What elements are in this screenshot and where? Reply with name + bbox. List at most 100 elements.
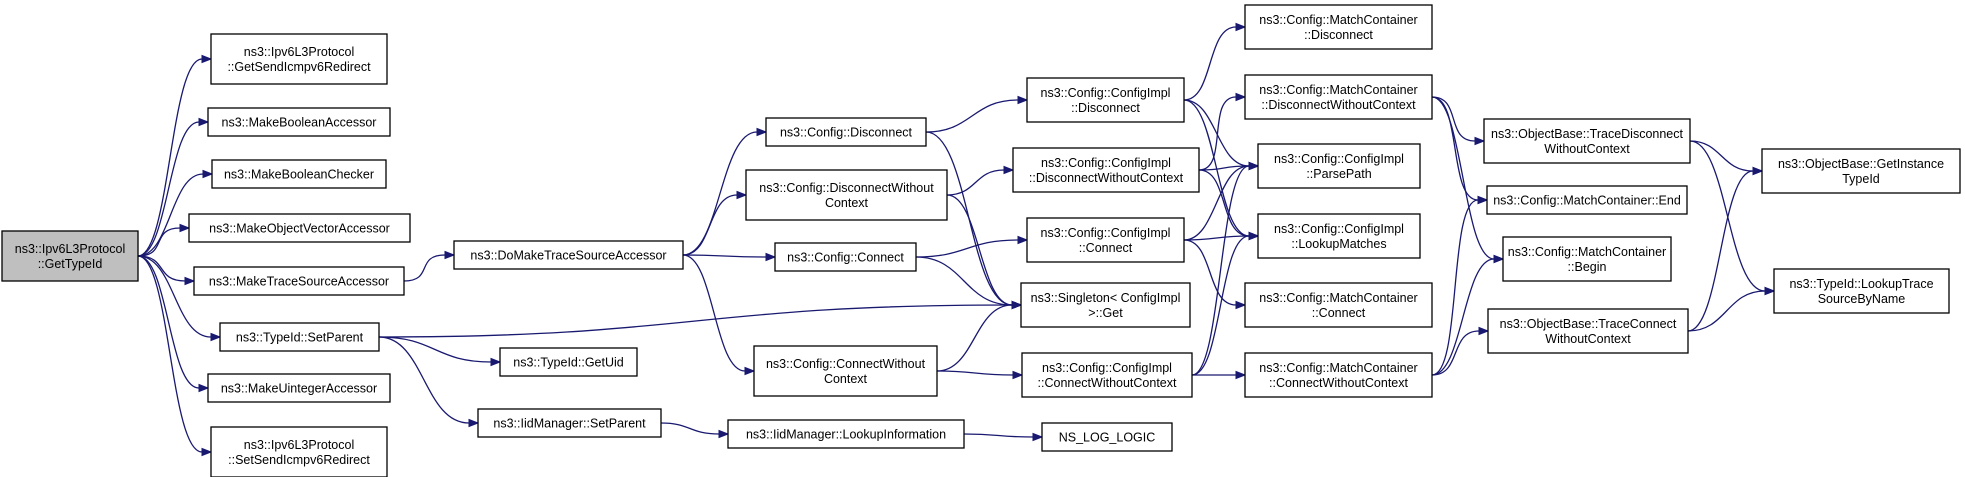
node-root[interactable]: ns3::Ipv6L3Protocol::GetTypeId (1, 230, 139, 282)
edge-match-container-connect-without-context-to-object-base-trace-connect-without-context (1431, 326, 1490, 376)
node-make-trace-source-accessor[interactable]: ns3::MakeTraceSourceAccessor (193, 266, 405, 296)
node-iid-manager-set-parent[interactable]: ns3::IidManager::SetParent (477, 408, 662, 438)
node-box (1257, 213, 1421, 259)
edge-line (1183, 239, 1237, 306)
node-config-impl-lookup-matches[interactable]: ns3::Config::ConfigImpl::LookupMatches (1257, 213, 1421, 259)
node-set-send-icmpv6-redirect[interactable]: ns3::Ipv6L3Protocol::SetSendIcmpv6Redire… (210, 426, 388, 477)
node-label: >::Get (1088, 306, 1123, 320)
edge-config-impl-disconnect-without-context-to-match-container-disconnect-without-context (1198, 92, 1247, 171)
edge-arrowhead (201, 54, 213, 64)
node-match-container-disconnect-without-context[interactable]: ns3::Config::MatchContainer::DisconnectW… (1244, 74, 1433, 120)
node-object-base-trace-connect-without-context[interactable]: ns3::ObjectBase::TraceConnectWithoutCont… (1487, 308, 1689, 354)
node-iid-manager-lookup-information[interactable]: ns3::IidManager::LookupInformation (727, 419, 965, 449)
edge-config-impl-connect-to-match-container-connect (1183, 239, 1247, 310)
node-type-id-get-uid[interactable]: ns3::TypeId::GetUid (499, 347, 638, 377)
edge-root-to-make-object-vector-accessor (137, 223, 191, 257)
node-box (211, 159, 387, 189)
node-make-uinteger-accessor[interactable]: ns3::MakeUintegerAccessor (207, 373, 391, 403)
node-label: NS_LOG_LOGIC (1059, 431, 1156, 445)
call-graph-edges (137, 22, 1776, 457)
edge-line (682, 194, 738, 256)
node-label: ns3::Config::ConnectWithout (766, 357, 926, 371)
node-object-base-trace-disconnect-without-context[interactable]: ns3::ObjectBase::TraceDisconnectWithoutC… (1483, 118, 1691, 164)
node-box (1026, 217, 1185, 263)
node-box (1502, 236, 1672, 282)
edge-line (915, 239, 1019, 258)
edge-line (682, 254, 767, 258)
node-label: ns3::Config::ConfigImpl (1042, 361, 1172, 375)
node-config-impl-connect[interactable]: ns3::Config::ConfigImpl::Connect (1026, 217, 1185, 263)
node-config-impl-parse-path[interactable]: ns3::Config::ConfigImpl::ParsePath (1257, 143, 1421, 189)
node-label: ::Begin (1568, 260, 1607, 274)
node-label: ns3::Config::MatchContainer (1259, 361, 1417, 375)
edge-do-make-trace-source-accessor-to-config-disconnect (682, 127, 768, 256)
edge-arrowhead (1011, 300, 1023, 310)
edge-arrowhead (1032, 432, 1044, 442)
edge-iid-manager-lookup-information-to-ns-log-logic (963, 432, 1044, 442)
node-box (774, 242, 917, 272)
edge-make-trace-source-accessor-to-do-make-trace-source-accessor (403, 250, 456, 282)
node-match-container-disconnect[interactable]: ns3::Config::MatchContainer::Disconnect (1244, 4, 1433, 50)
edge-root-to-make-boolean-accessor (137, 117, 210, 257)
node-type-id-set-parent[interactable]: ns3::TypeId::SetParent (219, 322, 380, 352)
node-label: ::ConnectWithoutContext (1038, 376, 1177, 390)
node-singleton-get[interactable]: ns3::Singleton< ConfigImpl>::Get (1020, 282, 1191, 328)
node-box (188, 213, 411, 243)
node-box (1026, 77, 1185, 123)
edge-line (1183, 165, 1250, 241)
node-box (1773, 268, 1950, 314)
edge-line (1191, 235, 1250, 376)
edge-line (1183, 99, 1250, 237)
edge-type-id-set-parent-to-iid-manager-set-parent (378, 336, 480, 428)
edge-line (1431, 199, 1479, 376)
node-config-impl-disconnect[interactable]: ns3::Config::ConfigImpl::Disconnect (1026, 77, 1185, 123)
edge-config-disconnect-to-config-impl-disconnect (925, 95, 1029, 133)
node-box (1761, 148, 1961, 194)
node-label: ::Connect (1312, 306, 1366, 320)
edge-arrowhead (1017, 235, 1029, 245)
node-label: ns3::ObjectBase::TraceConnect (1500, 317, 1677, 331)
edge-object-base-trace-connect-without-context-to-object-base-get-instance-type-id (1687, 166, 1764, 332)
node-label: ns3::Config::MatchContainer (1259, 291, 1417, 305)
node-label: ::LookupMatches (1291, 237, 1386, 251)
node-match-container-connect[interactable]: ns3::Config::MatchContainer::Connect (1244, 282, 1433, 328)
edge-line (1431, 258, 1495, 376)
edge-root-to-make-trace-source-accessor (137, 255, 196, 286)
edge-arrowhead (210, 332, 222, 342)
node-make-boolean-accessor[interactable]: ns3::MakeBooleanAccessor (207, 107, 391, 137)
edge-config-impl-disconnect-to-match-container-disconnect (1183, 22, 1247, 101)
edge-match-container-connect-without-context-to-match-container-begin (1431, 254, 1505, 376)
node-config-impl-connect-without-context[interactable]: ns3::Config::ConfigImpl::ConnectWithoutC… (1021, 352, 1193, 398)
node-label: Context (824, 372, 868, 386)
node-label: ns3::Config::Connect (787, 251, 904, 265)
edge-line (137, 255, 203, 453)
node-config-disconnect[interactable]: ns3::Config::Disconnect (765, 117, 927, 147)
node-label: ::GetSendIcmpv6Redirect (227, 60, 371, 74)
node-config-impl-disconnect-without-context[interactable]: ns3::Config::ConfigImpl::DisconnectWitho… (1012, 147, 1200, 193)
node-ns-log-logic[interactable]: NS_LOG_LOGIC (1041, 422, 1173, 452)
node-match-container-end[interactable]: ns3::Config::MatchContainer::End (1486, 185, 1688, 215)
node-do-make-trace-source-accessor[interactable]: ns3::DoMakeTraceSourceAccessor (453, 240, 684, 270)
edge-root-to-make-uinteger-accessor (137, 255, 210, 393)
edge-arrowhead (718, 429, 730, 439)
node-get-send-icmpv6-redirect[interactable]: ns3::Ipv6L3Protocol::GetSendIcmpv6Redire… (210, 33, 388, 85)
node-config-connect-without-context[interactable]: ns3::Config::ConnectWithoutContext (753, 345, 938, 397)
edge-arrowhead (1235, 92, 1247, 102)
node-config-disconnect-without-context[interactable]: ns3::Config::DisconnectWithoutContext (745, 169, 948, 221)
edge-line (682, 131, 758, 256)
node-make-boolean-checker[interactable]: ns3::MakeBooleanChecker (211, 159, 387, 189)
edge-line (1198, 165, 1250, 171)
node-match-container-begin[interactable]: ns3::Config::MatchContainer::Begin (1502, 236, 1672, 282)
edge-line (963, 433, 1034, 438)
node-match-container-connect-without-context[interactable]: ns3::Config::MatchContainer::ConnectWith… (1244, 352, 1433, 398)
edge-do-make-trace-source-accessor-to-config-disconnect-without-context (682, 190, 748, 256)
edge-arrowhead (1477, 195, 1489, 205)
node-config-connect[interactable]: ns3::Config::Connect (774, 242, 917, 272)
node-make-object-vector-accessor[interactable]: ns3::MakeObjectVectorAccessor (188, 213, 411, 243)
edge-line (660, 422, 720, 435)
edge-line (1687, 170, 1754, 332)
edge-object-base-trace-connect-without-context-to-type-id-lookup-trace-source-by-name (1687, 286, 1776, 332)
